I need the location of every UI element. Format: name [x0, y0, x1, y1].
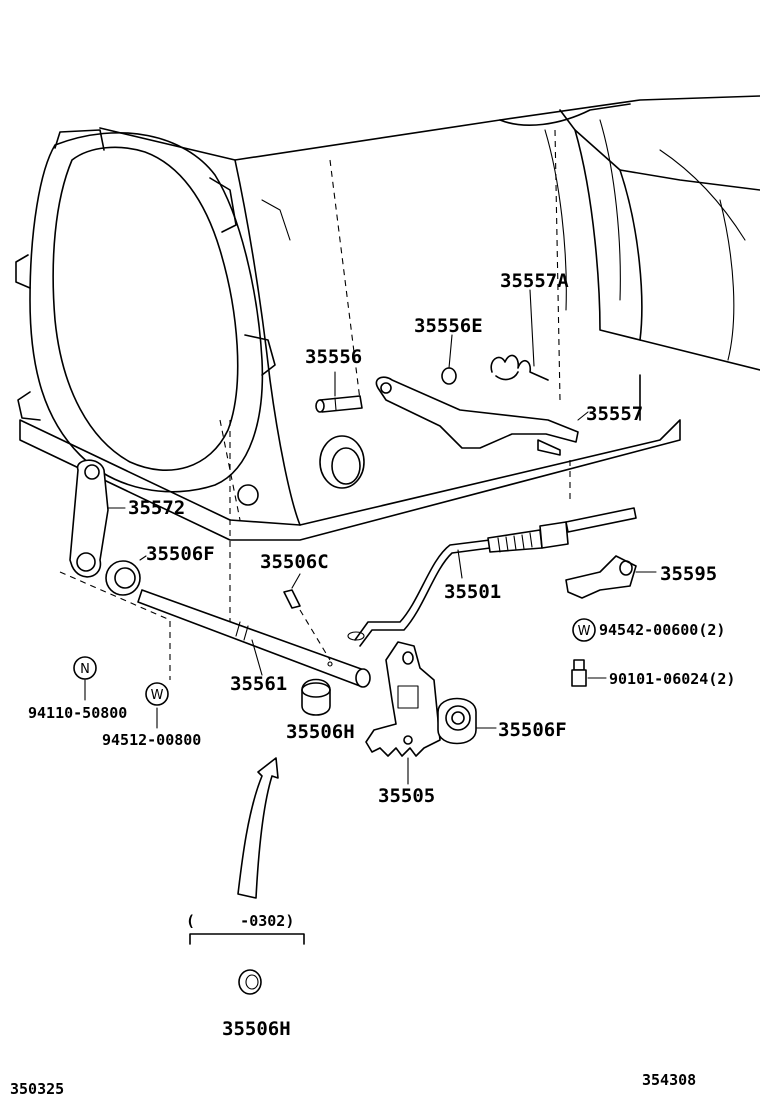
- part-35556-pin: [315, 371, 363, 413]
- label-35561: 35561: [230, 673, 287, 695]
- label-90101: 90101-06024(2): [609, 670, 735, 688]
- washer-symbol-w-left: W: [145, 682, 169, 706]
- washer-symbol-n: N: [73, 656, 97, 680]
- label-35506H-mid: 35506H: [286, 721, 355, 743]
- date-range-label: ( -0302): [186, 912, 294, 930]
- washer-w-right-text: W: [578, 624, 591, 639]
- direction-arrow: [237, 757, 279, 899]
- label-35556E: 35556E: [414, 315, 483, 337]
- part-35501-cable: [347, 507, 637, 647]
- footer-left-code: 350325: [10, 1080, 64, 1098]
- label-35506C: 35506C: [260, 551, 329, 573]
- part-35506H-mid-bushing: [301, 678, 331, 716]
- part-35556E-clip: [441, 334, 457, 385]
- label-35557A: 35557A: [500, 270, 569, 292]
- part-35595-clip: [565, 555, 657, 599]
- washer-symbol-w-right: W: [572, 618, 596, 642]
- part-35506H-bottom-bushing: [238, 969, 262, 995]
- label-35505: 35505: [378, 785, 435, 807]
- part-35506F-left-seal: [105, 555, 147, 596]
- part-35561-shaft: [137, 589, 371, 688]
- label-35501: 35501: [444, 581, 501, 603]
- part-35506F-right-seal: [437, 697, 497, 745]
- label-35556: 35556: [305, 346, 362, 368]
- label-35506H-bottom: 35506H: [222, 1018, 291, 1040]
- washer-w-left-text: W: [151, 688, 164, 703]
- label-35557: 35557: [586, 403, 643, 425]
- part-35557-lever: [375, 376, 589, 449]
- footer-right-code: 354308: [642, 1071, 696, 1089]
- date-range-bracket: [189, 933, 305, 945]
- label-35506F-left: 35506F: [146, 543, 215, 565]
- label-94512: 94512-00800: [102, 731, 201, 749]
- transmission-housing: [15, 95, 760, 640]
- washer-n-text: N: [80, 662, 90, 677]
- part-35505-detent-plate: [365, 641, 441, 785]
- label-94542: 94542-00600(2): [599, 621, 725, 639]
- part-35557A-spring: [490, 289, 549, 381]
- label-35572: 35572: [128, 497, 185, 519]
- part-35572-arm: [69, 459, 126, 578]
- part-90101-bolt: [571, 659, 607, 687]
- part-35506C-pin: [283, 573, 331, 661]
- label-35506F-right: 35506F: [498, 719, 567, 741]
- label-94110: 94110-50800: [28, 704, 127, 722]
- label-35595: 35595: [660, 563, 717, 585]
